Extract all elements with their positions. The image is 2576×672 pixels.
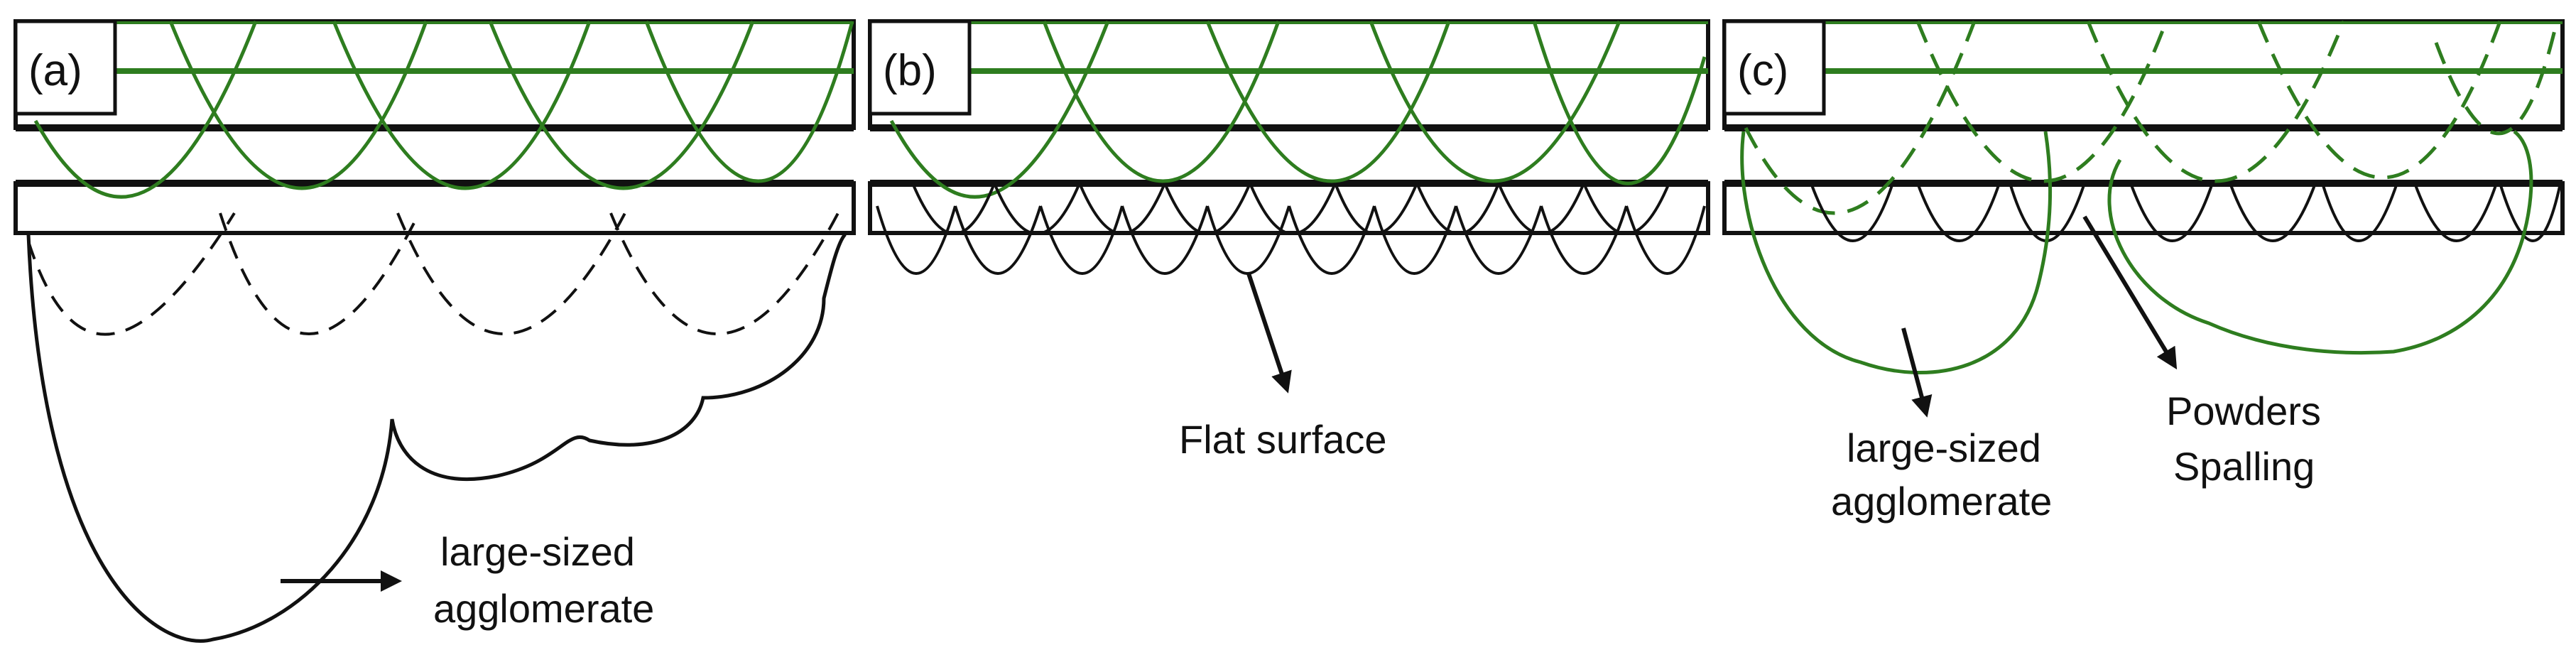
green-melt-pools: [889, 21, 1707, 199]
agglomerate-outline: [1740, 131, 2053, 375]
panel-b: (b) Flat surface: [868, 19, 1710, 462]
layer-box-bottom: [13, 181, 856, 235]
annotation-line: large-sized: [440, 529, 635, 574]
panel-c: (c) large-sized agglomerate Powders Spal…: [1722, 19, 2565, 524]
small-melt-pools: [876, 183, 1706, 275]
green-top-border: [16, 21, 854, 24]
spalling-outline: [2107, 130, 2533, 355]
agglomerate-outline: [26, 233, 847, 643]
green-melt-pools: [33, 21, 854, 199]
layer-box-top: [13, 19, 856, 130]
panel-label: (b): [883, 46, 937, 95]
annotation-line: Powders: [2166, 389, 2321, 433]
layer-box-top: [868, 19, 1710, 130]
spalling-arrow: [2082, 215, 2178, 370]
flat-surface-arrow: [1246, 273, 1292, 394]
panel-label-box: [868, 19, 972, 116]
annotation-line: Flat surface: [1179, 417, 1387, 462]
panel-label: (c): [1737, 46, 1788, 95]
green-top-border: [870, 21, 1708, 24]
panel-a: (a) large-sized agglomerate: [13, 19, 856, 643]
dashed-melt-pools: [27, 212, 839, 336]
panel-label-box: [1722, 19, 1826, 116]
annotation-line: large-sized: [1847, 426, 2041, 470]
annotation-line: agglomerate: [433, 586, 654, 631]
annotation-line: Spalling: [2173, 444, 2315, 489]
dashed-green-melt-pools: [1744, 21, 2559, 215]
agglomerate-arrow: [1901, 327, 1933, 418]
panel-label-box: [13, 19, 117, 116]
annotation-line: agglomerate: [1831, 479, 2052, 524]
green-top-border: [1724, 21, 2563, 24]
panel-label: (a): [28, 46, 82, 95]
